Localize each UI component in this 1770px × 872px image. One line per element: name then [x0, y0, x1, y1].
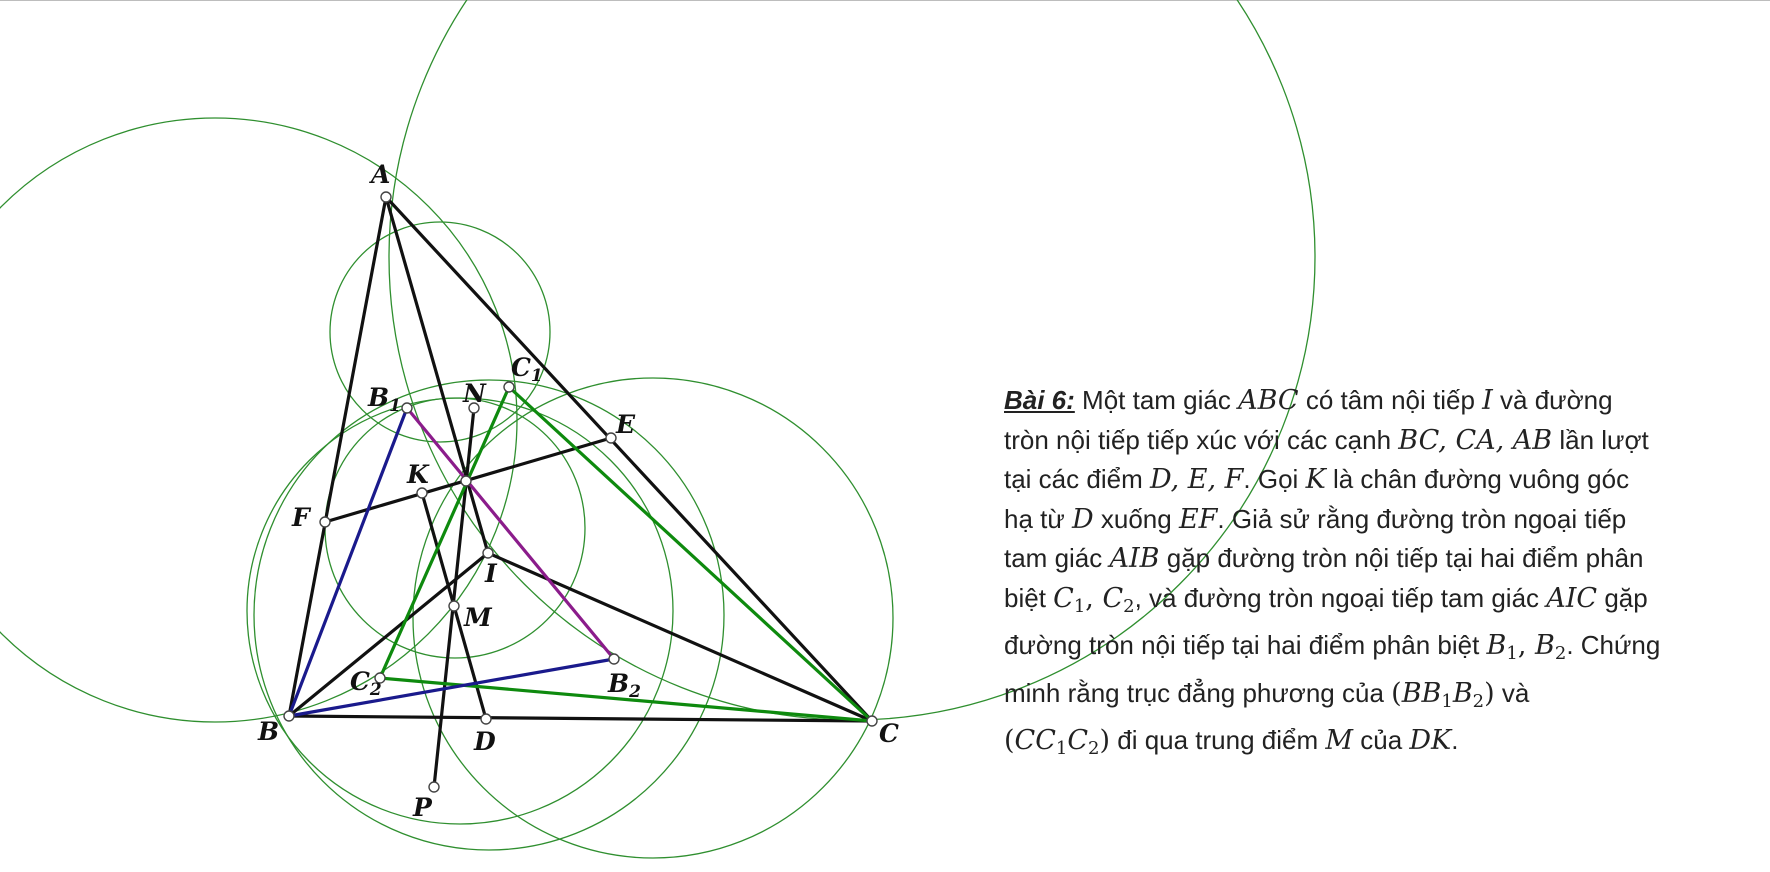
segment-B1-B2 [405, 406, 616, 661]
problem-statement: Bài 6: Một tam giác ABC có tâm nội tiếp … [1004, 381, 1734, 769]
side-AC [384, 195, 874, 723]
top-border [0, 0, 1770, 1]
problem-line-2: tròn nội tiếp tiếp xúc với các cạnh BC, … [1004, 424, 1649, 456]
problem-line-8: minh rằng trục đẳng phương của (BB1B2) v… [1004, 677, 1530, 712]
point-C [866, 715, 878, 727]
segment-CI [486, 551, 874, 723]
problem-line-9: (CC1C2) đi qua trung điểm M của DK. [1004, 725, 1459, 759]
points [283, 191, 878, 793]
point-center [460, 475, 472, 487]
problem-line-6: biệt C1, C2, và đường tròn ngoại tiếp ta… [1004, 582, 1648, 617]
problem-line-3: tại các điểm D, E, F. Gọi K là chân đườn… [1004, 464, 1630, 495]
segment-C-C1 [507, 385, 874, 723]
label-K: K [406, 460, 430, 489]
segment-B-B1 [287, 406, 409, 718]
circle-through-A-B1 [329, 221, 551, 443]
segments [287, 195, 874, 789]
point-E [605, 432, 617, 444]
segment-B-C1 [378, 385, 511, 680]
label-E: E [615, 410, 636, 439]
label-C: C [879, 719, 899, 748]
label-B1: B1 [367, 383, 401, 416]
point-C2 [374, 672, 386, 684]
label-B2: B2 [607, 669, 641, 702]
label-C2: C2 [350, 667, 382, 700]
side-BC [287, 714, 874, 723]
point-B1 [401, 402, 413, 414]
label-F: F [291, 503, 312, 532]
problem-heading: Bài 6: [1004, 385, 1075, 415]
label-M: M [463, 603, 493, 632]
point-N [468, 402, 480, 414]
point-I [482, 547, 494, 559]
circle-through-C1-C2 [412, 377, 894, 859]
problem-line-4: hạ từ D xuống EF. Giả sử rằng đường tròn… [1004, 503, 1627, 535]
point-F [319, 516, 331, 528]
point-C1 [503, 381, 515, 393]
point-D [480, 713, 492, 725]
problem-line-5: tam giác AIB gặp đường tròn nội tiếp tại… [1004, 543, 1644, 574]
point-labels: A B C D E F I K M N P B1 C1 B2 C2 [257, 160, 899, 822]
circumcircle-AIB [0, 117, 518, 723]
segment-NP [432, 406, 476, 789]
point-B [283, 710, 295, 722]
segment-B-B2 [287, 657, 616, 718]
incircle [253, 379, 725, 851]
problem-line-1: Bài 6: Một tam giác ABC có tâm nội tiếp … [1004, 385, 1613, 416]
problem-line-7: đường tròn nội tiếp tại hai điểm phân bi… [1004, 630, 1661, 664]
point-B2 [608, 653, 620, 665]
point-P [428, 781, 440, 793]
label-P: P [412, 793, 433, 822]
label-D: D [473, 727, 496, 756]
point-M [448, 600, 460, 612]
label-B: B [257, 717, 279, 746]
point-A [380, 191, 392, 203]
side-AB [287, 195, 388, 718]
segment-AI [384, 195, 490, 555]
label-A: A [369, 160, 390, 189]
label-I: I [484, 559, 498, 588]
label-N: N [462, 379, 487, 408]
point-K [416, 487, 428, 499]
label-C1: C1 [511, 353, 543, 386]
